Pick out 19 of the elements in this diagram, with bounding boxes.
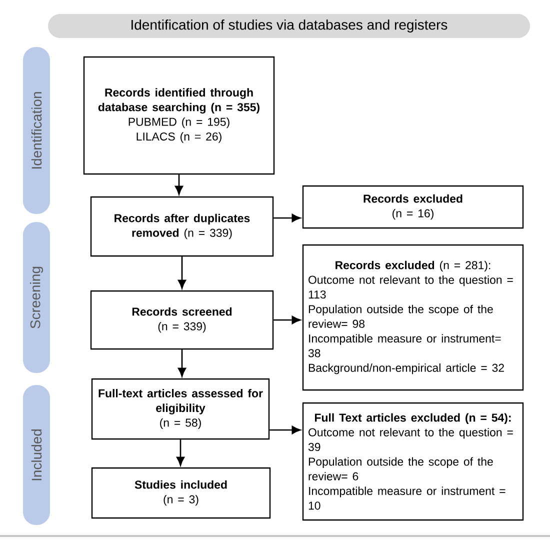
phase-label: Screening bbox=[23, 222, 50, 373]
arrow bbox=[176, 440, 185, 466]
arrow bbox=[178, 256, 186, 289]
arrow bbox=[178, 350, 186, 377]
process-box: Records excluded (n = 16) bbox=[302, 185, 524, 229]
process-box: Records identified through database searching (n = 355) PUBMED (n = 195) LILACS (n = 26) bbox=[83, 56, 275, 175]
title-band: Identification of studies via databases and registers bbox=[48, 14, 530, 38]
process-box: Records after duplicates removed (n = 339) bbox=[90, 196, 274, 257]
process-box: Records screened (n = 339) bbox=[90, 290, 274, 350]
arrow bbox=[174, 174, 184, 195]
phase-label: Included bbox=[23, 385, 50, 525]
process-box: Studies included (n = 3) bbox=[91, 467, 271, 519]
arrow bbox=[270, 426, 301, 434]
process-box: Records excluded (n = 281): Outcome not relevant to the question = 113 Population outside the scope of the review= 98 Incompatible measure or instrument= 38 Background/non-empirical article = 32 bbox=[302, 244, 524, 391]
process-box: Full Text articles excluded (n = 54): Outcome not relevant to the question = 39 Population outside the scope of the review= 6 Incompatible measure or instrument = 10 bbox=[302, 402, 524, 521]
process-box: Full-text articles assessed for eligibility (n = 58) bbox=[91, 378, 270, 440]
arrow bbox=[274, 214, 301, 222]
phase-label: Identification bbox=[23, 47, 50, 214]
arrow bbox=[274, 316, 301, 324]
